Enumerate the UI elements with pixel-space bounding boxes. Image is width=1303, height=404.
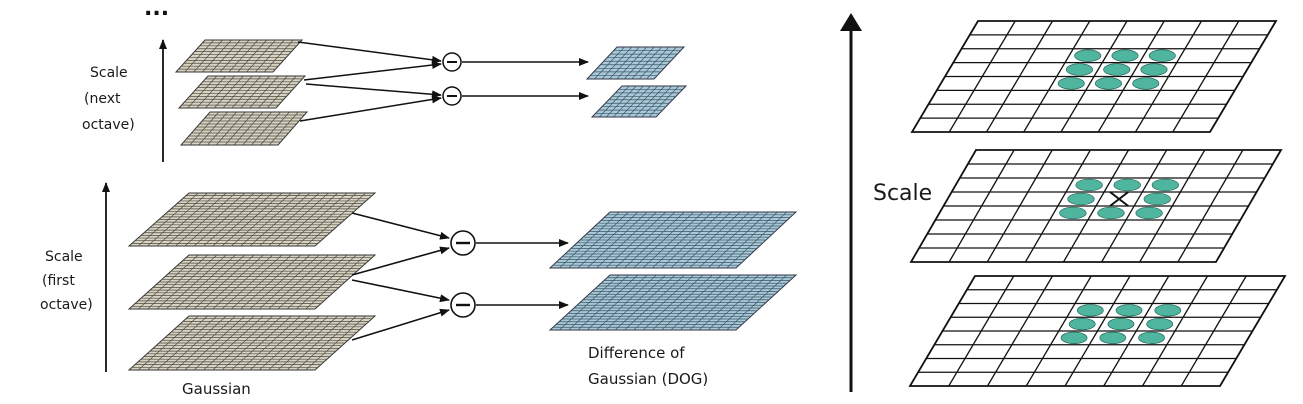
neighbor-point — [1140, 63, 1168, 76]
neighbor-point — [1099, 331, 1127, 344]
gaussian-layer-first-2 — [127, 254, 377, 310]
neighbor-point — [1138, 331, 1165, 344]
neighbor-point — [1095, 77, 1122, 90]
scale-label-right: Scale — [873, 181, 932, 206]
scale-layer-middle — [909, 149, 1283, 263]
neighbor-point — [1097, 206, 1125, 220]
scale-layer-lower — [908, 275, 1287, 387]
scale-layer-upper — [910, 20, 1278, 133]
subtract-node-top-1 — [442, 52, 462, 72]
scale-next-octave-label: Scale (next octave) — [82, 65, 135, 133]
bottom-octave-connections — [351, 212, 569, 341]
scale-first-octave-label: Scale (first octave) — [40, 249, 93, 313]
gaussian-layer-next-1 — [174, 39, 304, 73]
ellipsis: ... — [144, 0, 169, 21]
neighbor-point — [1154, 304, 1182, 317]
subtract-node-top-2 — [442, 86, 462, 106]
dog-layer-next-2 — [590, 85, 688, 118]
gaussian-layer-next-3 — [179, 111, 309, 146]
neighbor-point — [1132, 77, 1160, 90]
subtract-node-bottom-2 — [450, 292, 476, 318]
top-octave-connections — [297, 41, 589, 122]
neighbor-point — [1146, 318, 1174, 331]
neighbor-point — [1113, 178, 1141, 192]
gaussian-label: Gaussian — [182, 380, 251, 398]
neighbor-point — [1111, 49, 1139, 62]
gaussian-layer-next-2 — [177, 75, 307, 109]
neighbor-point — [1074, 49, 1102, 62]
neighbor-point — [1068, 318, 1096, 331]
sample-point-x-marker — [1109, 191, 1129, 207]
neighbor-point — [1143, 192, 1171, 206]
neighbor-point — [1135, 206, 1163, 220]
dog-layer-next-1 — [585, 46, 686, 80]
neighbor-point — [1076, 304, 1104, 317]
neighbor-point — [1115, 304, 1143, 317]
neighbor-point — [1107, 318, 1135, 331]
neighbor-point — [1066, 63, 1093, 76]
neighborhood-points — [1057, 49, 1182, 344]
dog-layer-first-1 — [548, 211, 798, 269]
neighbor-point — [1067, 192, 1095, 206]
neighbor-point — [1059, 206, 1087, 220]
neighbor-point — [1103, 63, 1131, 76]
subtract-node-bottom-1 — [450, 230, 476, 256]
neighbor-point — [1057, 77, 1085, 90]
neighbor-point — [1148, 49, 1176, 62]
neighbor-point — [1060, 331, 1088, 344]
neighbor-point — [1151, 178, 1179, 192]
gaussian-layer-first-3 — [127, 315, 377, 371]
dog-layer-first-2 — [548, 274, 798, 331]
gaussian-layer-first-1 — [127, 192, 377, 247]
dog-label: Difference of Gaussian (DOG) — [588, 344, 708, 388]
neighbor-point — [1075, 178, 1103, 192]
grid-layers — [127, 20, 1287, 387]
